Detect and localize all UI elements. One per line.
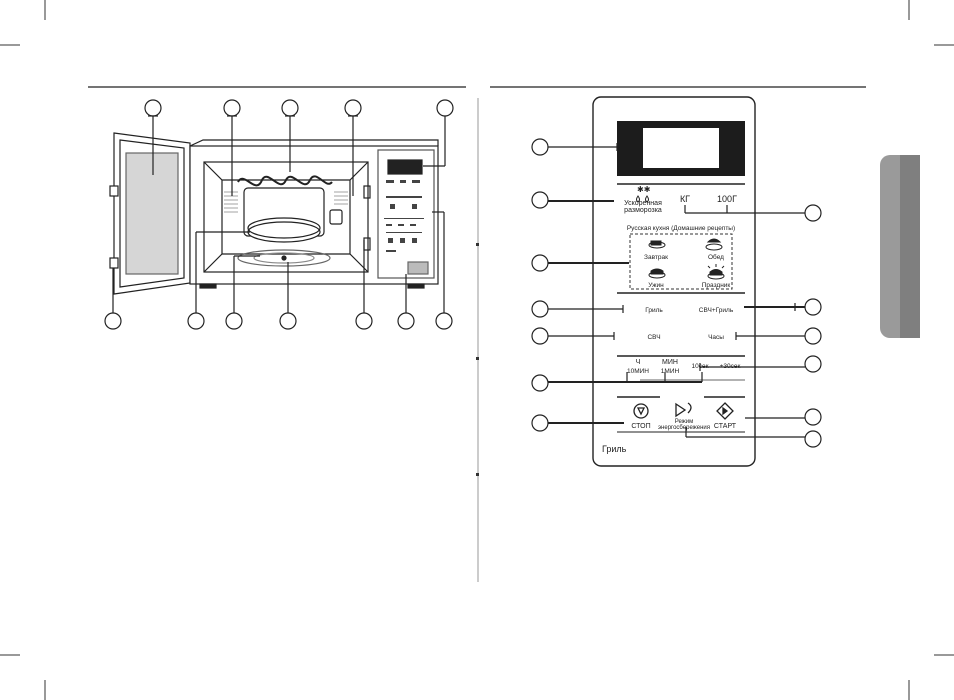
- holiday-button-label[interactable]: Праздник: [702, 282, 731, 289]
- defrost-label-line1[interactable]: Ускоренная: [624, 200, 662, 207]
- grill-button-label[interactable]: Гриль: [645, 307, 663, 314]
- breakfast-button-label[interactable]: Завтрак: [644, 254, 668, 261]
- defrost-label-line2[interactable]: разморозка: [624, 207, 662, 214]
- 10min-button-label[interactable]: 10МИН: [627, 368, 649, 375]
- svg-text:✱✱: ✱✱: [637, 185, 651, 194]
- kg-button-label[interactable]: КГ: [680, 194, 690, 204]
- display-screen: [643, 128, 719, 168]
- hour-button-label[interactable]: Ч: [636, 359, 641, 366]
- microwave-illustration: [105, 100, 453, 329]
- mw-grill-button-label[interactable]: СВЧ+Гриль: [699, 307, 734, 314]
- door-window: [126, 153, 178, 274]
- min-button-label[interactable]: МИН: [662, 359, 678, 366]
- door: [110, 133, 190, 294]
- 100g-button-label[interactable]: 100Г: [717, 194, 737, 204]
- russian-cuisine-label: Русская кухня (Домашние рецепты): [627, 225, 735, 232]
- start-button-label[interactable]: СТАРТ: [714, 423, 737, 430]
- mw-button-label[interactable]: СВЧ: [647, 334, 660, 341]
- model-label: Гриль: [602, 444, 627, 454]
- control-panel-frame: [593, 97, 755, 466]
- eco-button-label-line2[interactable]: энергосбережения: [658, 425, 710, 431]
- 1min-button-label[interactable]: 1МИН: [661, 368, 680, 375]
- 10sec-button-label[interactable]: 10сек: [692, 363, 709, 370]
- oven-body: [190, 140, 438, 288]
- clock-button-label[interactable]: Часы: [708, 334, 724, 341]
- dinner-button-label[interactable]: Ужин: [648, 282, 664, 289]
- stop-button-label[interactable]: СТОП: [631, 423, 650, 430]
- plus30sec-button-label[interactable]: +30сек: [720, 363, 741, 370]
- lunch-button-label[interactable]: Обед: [708, 253, 724, 261]
